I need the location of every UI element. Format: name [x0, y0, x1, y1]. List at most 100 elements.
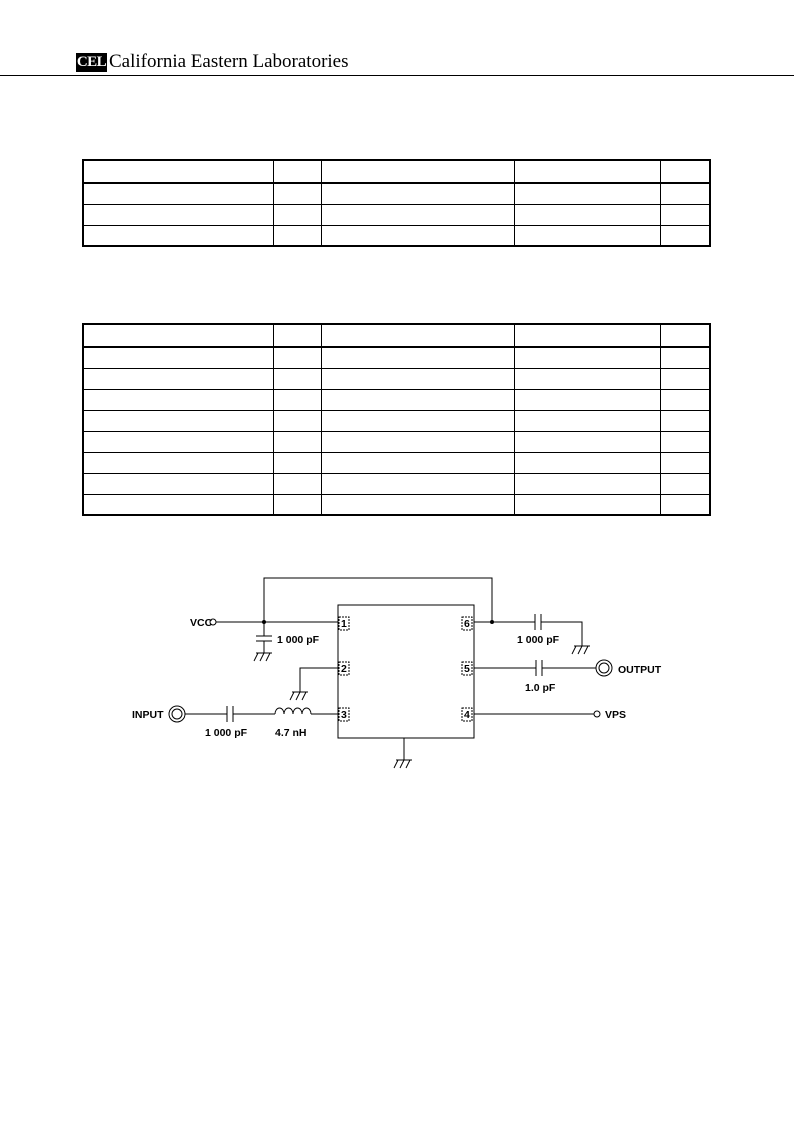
- output-cap-value: 1.0 pF: [525, 682, 556, 694]
- table-cell: [272, 182, 322, 205]
- ground-icon: [289, 691, 295, 701]
- table-header-cell: [272, 159, 322, 184]
- table-cell: [513, 493, 661, 516]
- pin-1-box: [338, 616, 350, 631]
- table-cell: [659, 409, 711, 432]
- table-row: [82, 224, 711, 247]
- spec-table-2: [82, 323, 711, 516]
- table-cell: [272, 346, 322, 369]
- table-cell: [272, 367, 322, 390]
- table-cell: [513, 430, 661, 453]
- table-row: [82, 346, 711, 369]
- pin-3-box: [338, 707, 350, 722]
- table-header-cell: [272, 323, 322, 348]
- table-cell: [272, 388, 322, 411]
- table-cell: [513, 182, 661, 205]
- table-cell: [82, 430, 274, 453]
- pin-4-box: [461, 707, 473, 722]
- pin-6-box: [461, 616, 473, 631]
- table-header-cell: [513, 323, 661, 348]
- junction-dot: [490, 620, 494, 624]
- table-row: [82, 367, 711, 390]
- vcc-cap-value: 1 000 pF: [277, 634, 320, 646]
- table-cell: [320, 346, 515, 369]
- table-cell: [513, 203, 661, 226]
- ground-icon: [259, 652, 265, 662]
- pin-1-label: 1: [341, 618, 347, 630]
- output-label: OUTPUT: [618, 664, 662, 676]
- table-cell: [513, 472, 661, 495]
- pin-2-label: 2: [341, 663, 347, 675]
- table-cell: [320, 430, 515, 453]
- table-row: [82, 472, 711, 495]
- pin-5-box: [461, 661, 473, 676]
- table-cell: [659, 451, 711, 474]
- table-cell: [272, 409, 322, 432]
- ground-icon: [583, 645, 589, 655]
- table-cell: [320, 493, 515, 516]
- table-header-cell: [320, 323, 515, 348]
- ground-icon: [405, 759, 411, 769]
- page-header: CEL California Eastern Laboratories: [0, 0, 794, 76]
- table-cell: [320, 367, 515, 390]
- table-cell: [513, 346, 661, 369]
- pin-6-label: 6: [464, 618, 470, 630]
- table-cell: [272, 472, 322, 495]
- table-cell: [659, 388, 711, 411]
- table-row: [82, 451, 711, 474]
- pin-2-ground-wire: [299, 667, 338, 692]
- table-cell: [272, 203, 322, 226]
- table-cell: [320, 224, 515, 247]
- vcc-label: VCC: [190, 617, 213, 629]
- table-cell: [513, 367, 661, 390]
- table-row: [82, 182, 711, 205]
- table-row: [82, 493, 711, 516]
- table-header-cell: [513, 159, 661, 184]
- pin-5-label: 5: [464, 663, 470, 675]
- table-cell: [82, 367, 274, 390]
- table-row: [82, 409, 711, 432]
- table-cell: [320, 451, 515, 474]
- table-header-cell: [659, 159, 711, 184]
- table-header-cell: [659, 323, 711, 348]
- vps-label: VPS: [605, 709, 626, 721]
- table-cell: [513, 388, 661, 411]
- table-cell: [82, 224, 274, 247]
- test-circuit-diagram: 1 2 3 4 5 6 VCC 1 000 pF 1 000 pF 1.0 pF…: [132, 577, 662, 769]
- table-cell: [272, 493, 322, 516]
- table-row: [82, 388, 711, 411]
- company-logo: CEL: [76, 53, 107, 72]
- table-cell: [513, 451, 661, 474]
- output-connector: [595, 659, 613, 677]
- ground-icon: [301, 691, 307, 701]
- pin-4-label: 4: [464, 709, 470, 721]
- ground-icon: [393, 759, 399, 769]
- ground-icon: [265, 652, 271, 662]
- table-cell: [513, 409, 661, 432]
- table-header-cell: [320, 159, 515, 184]
- table-cell: [513, 224, 661, 247]
- ground-icon: [399, 759, 405, 769]
- header-rule: [0, 75, 794, 76]
- table-cell: [320, 472, 515, 495]
- table-cell: [82, 451, 274, 474]
- table-cell: [659, 224, 711, 247]
- ground-icon: [577, 645, 583, 655]
- table-cell: [272, 451, 322, 474]
- table-cell: [320, 203, 515, 226]
- input-connector-inner: [171, 708, 183, 720]
- table-cell: [272, 430, 322, 453]
- table-header-cell: [82, 159, 274, 184]
- input-inductor: [274, 707, 312, 715]
- ic-package: [337, 604, 475, 739]
- ground-icon: [253, 652, 259, 662]
- table-cell: [82, 409, 274, 432]
- table-cell: [659, 472, 711, 495]
- table-cell: [659, 430, 711, 453]
- vcc-loop-wire: [263, 577, 493, 622]
- input-label: INPUT: [132, 709, 164, 721]
- table-cell: [82, 493, 274, 516]
- pin-6-ground-wire: [541, 621, 583, 646]
- company-name: California Eastern Laboratories: [109, 51, 349, 72]
- table-row: [82, 430, 711, 453]
